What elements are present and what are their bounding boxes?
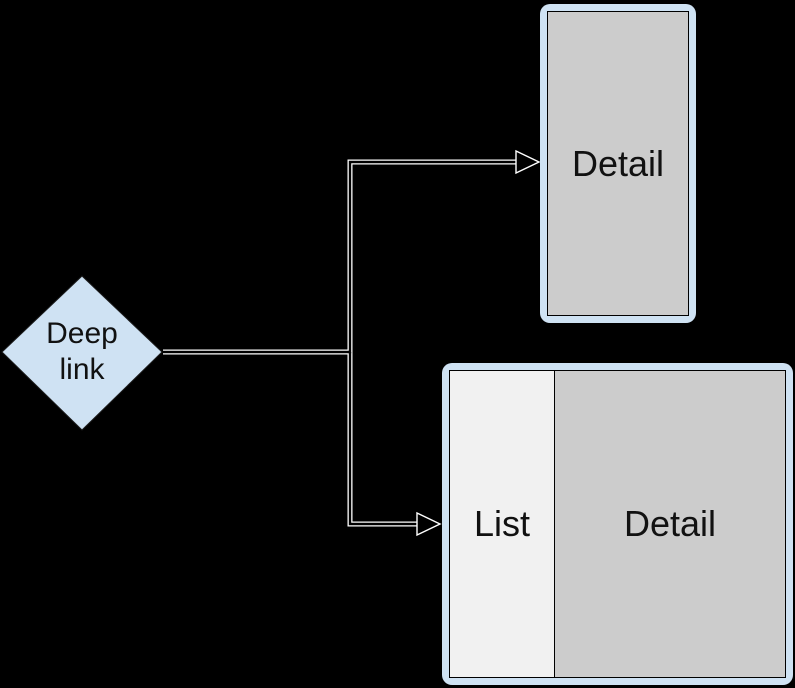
list-pane-label: List [473, 503, 531, 544]
detail-screen-body: Detail [547, 11, 689, 316]
detail-screen-node: Detail [540, 4, 696, 323]
arrowhead-to-detail-icon [515, 149, 541, 175]
deep-link-node: Deep link [12, 287, 152, 417]
connector-deeplink-to-detail-casing [163, 159, 517, 355]
list-detail-screen-node: List Detail [442, 363, 793, 685]
deep-link-diamond [1, 275, 163, 431]
detail-pane-label: Detail [623, 503, 717, 544]
list-detail-screen-body: List Detail [449, 370, 786, 678]
connector-deeplink-to-listdetail-core [348, 352, 418, 526]
connector-deeplink-to-listdetail-casing [347, 352, 418, 527]
deep-link-label: Deep link [46, 317, 118, 386]
arrowhead-to-listdetail-icon [416, 511, 442, 537]
detail-screen-label: Detail [571, 142, 665, 184]
list-pane: List [450, 371, 555, 677]
connector-deeplink-to-detail-core [163, 160, 517, 354]
detail-pane: Detail [555, 371, 785, 677]
